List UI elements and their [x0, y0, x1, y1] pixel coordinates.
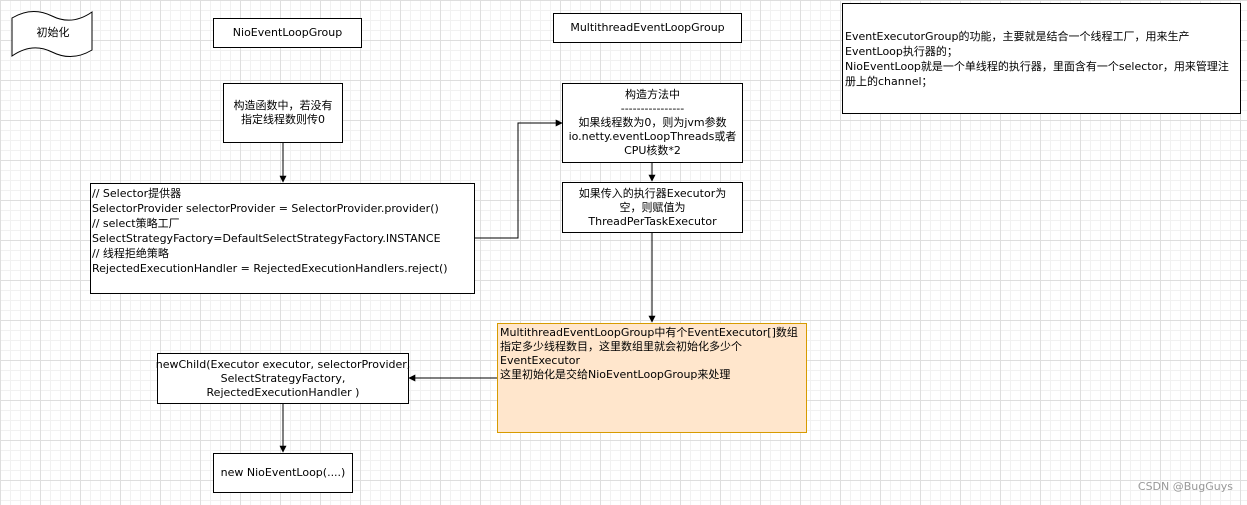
ctor-method-line-3: 如果线程数为0，则为jvm参数 — [578, 116, 727, 129]
new-child-line-1: newChild(Executor executor, selectorProv… — [155, 357, 411, 371]
config-line-4: SelectStrategyFactory=DefaultSelectStrat… — [92, 232, 441, 245]
ctor-method-line-1: 构造方法中 — [625, 88, 680, 101]
ctor-method-box: 构造方法中 ---------------- 如果线程数为0，则为jvm参数 i… — [562, 83, 743, 163]
executor-line-2: 空，则赋值为 — [619, 200, 686, 214]
config-line-5: // 线程拒绝策略 — [92, 247, 169, 260]
executor-box: 如果传入的执行器Executor为 空，则赋值为 ThreadPerTaskEx… — [562, 182, 743, 233]
executor-line-3: ThreadPerTaskExecutor — [588, 214, 717, 228]
multithread-event-loop-group-title: MultithreadEventLoopGroup — [553, 13, 742, 43]
nio-event-loop-group-title: NioEventLoopGroup — [213, 18, 362, 48]
children-array-box: MultithreadEventLoopGroup中有个EventExecuto… — [497, 323, 807, 433]
nio-title-text: NioEventLoopGroup — [232, 26, 343, 39]
note-line-2: NioEventLoop就是一个单线程的执行器，里面含有一个selector，用… — [845, 59, 1229, 88]
executor-line-1: 如果传入的执行器Executor为 — [578, 186, 727, 200]
config-box: // Selector提供器 SelectorProvider selector… — [90, 183, 475, 294]
watermark: CSDN @BugGuys — [1137, 480, 1233, 493]
ctor-default-box: 构造函数中，若没有 指定线程数则传0 — [223, 83, 343, 143]
new-child-line-2: SelectStrategyFactory, — [220, 371, 346, 385]
arrow-config-to-ctor-method — [475, 119, 563, 239]
ctor-default-line-2: 指定线程数则传0 — [241, 113, 325, 126]
config-line-2: SelectorProvider selectorProvider = Sele… — [92, 202, 439, 215]
children-line-3: EventExecutor — [500, 354, 580, 367]
config-line-3: // select策略工厂 — [92, 217, 180, 230]
note-line-1: EventExecutorGroup的功能，主要就是结合一个线程工厂，用来生产E… — [845, 29, 1190, 58]
children-line-2: 指定多少线程数目，这里数组里就会初始化多少个 — [500, 340, 742, 353]
init-tape-shape — [11, 11, 93, 57]
new-child-box: newChild(Executor executor, selectorProv… — [155, 353, 411, 404]
ctor-method-line-4: io.netty.eventLoopThreads或者 — [568, 130, 737, 143]
init-tag-label: 初始化 — [36, 26, 70, 39]
config-line-1: // Selector提供器 — [92, 187, 182, 200]
note-box: EventExecutorGroup的功能，主要就是结合一个线程工厂，用来生产E… — [842, 3, 1241, 114]
ctor-method-line-5: CPU核数*2 — [624, 144, 681, 157]
ctor-method-line-2: ---------------- — [620, 102, 685, 115]
multi-title-text: MultithreadEventLoopGroup — [570, 21, 725, 34]
ctor-default-line-1: 构造函数中，若没有 — [233, 99, 333, 112]
config-line-6: RejectedExecutionHandler = RejectedExecu… — [92, 262, 448, 275]
children-line-1: MultithreadEventLoopGroup中有个EventExecuto… — [500, 326, 798, 339]
new-event-loop-box: new NioEventLoop(....) — [213, 453, 353, 493]
new-child-line-3: RejectedExecutionHandler ) — [206, 385, 360, 399]
children-line-4: 这里初始化是交给NioEventLoopGroup来处理 — [500, 368, 731, 381]
new-loop-text: new NioEventLoop(....) — [220, 466, 346, 479]
